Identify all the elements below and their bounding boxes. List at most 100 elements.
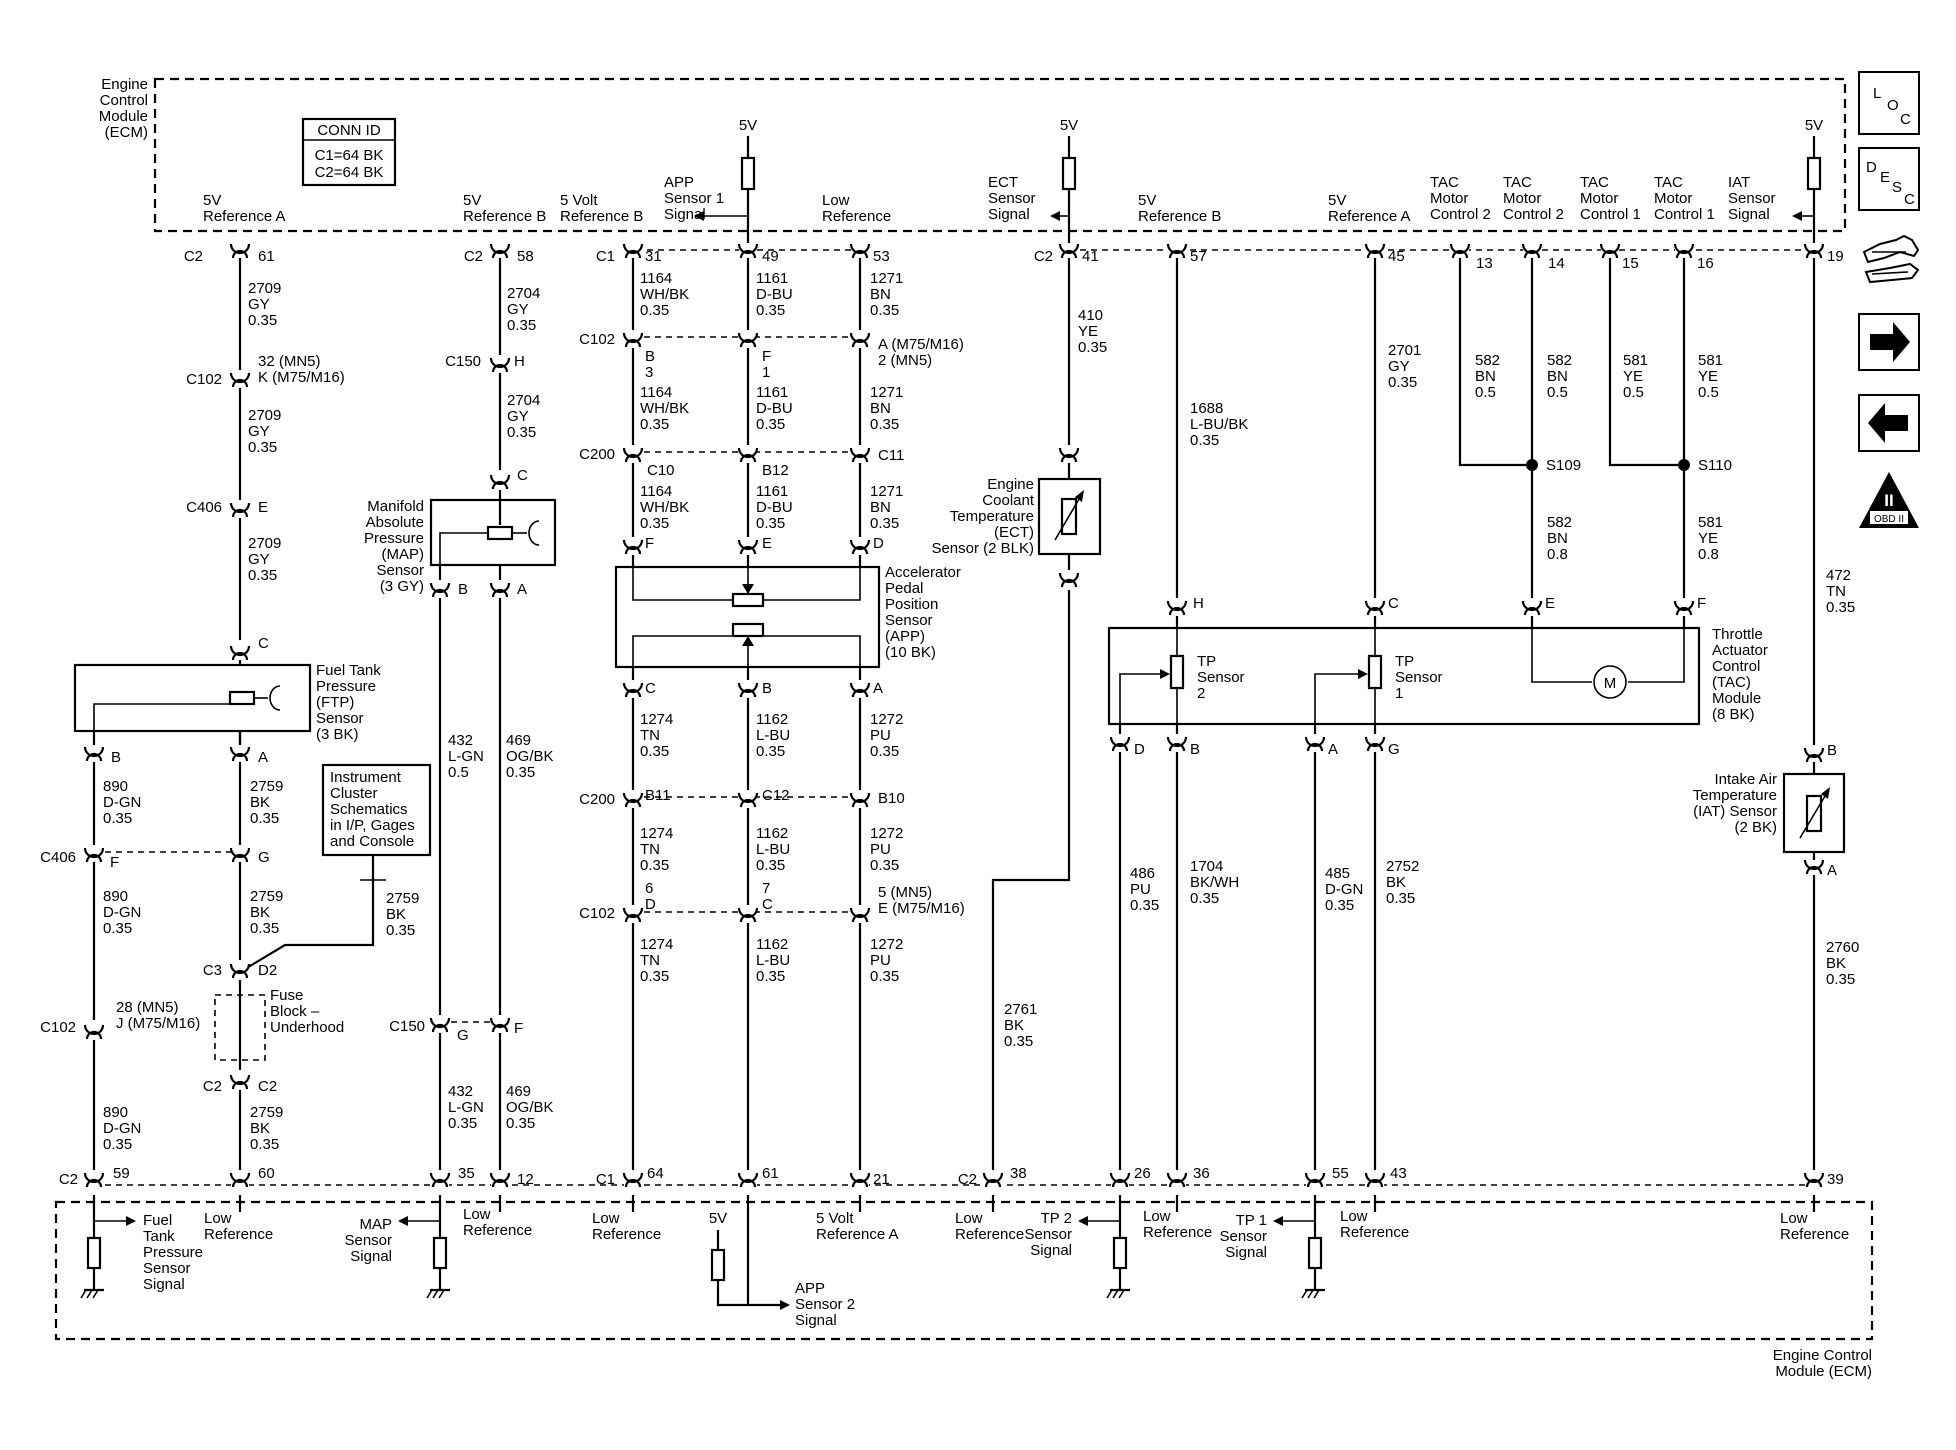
pullup-ect: 5V [1050,117,1078,248]
svg-text:Sensor: Sensor [1219,1228,1267,1245]
connector-label: B [762,680,772,697]
connector-label: C406 [40,849,76,866]
svg-text:472: 472 [1826,567,1851,584]
svg-text:GY: GY [248,423,270,440]
svg-text:Fuel Tank: Fuel Tank [316,662,381,679]
connector-label: 5 (MN5) [878,884,932,901]
prev-arrow-button[interactable] [1858,394,1920,452]
tac-module-label: Throttle Actuator Control (TAC) Module (… [1712,626,1768,723]
svg-text:BK: BK [250,1120,270,1137]
terminal [1304,1172,1326,1188]
connector-label: C [762,896,773,913]
connector-label: 41 [1082,248,1099,265]
svg-text:2: 2 [1197,685,1205,702]
svg-text:E: E [1880,169,1890,186]
svg-text:0.35: 0.35 [1826,971,1855,988]
svg-text:0.35: 0.35 [507,424,536,441]
connector-label: C [645,680,656,697]
svg-text:Sensor 1: Sensor 1 [664,190,724,207]
svg-text:Signal: Signal [795,1312,837,1329]
svg-text:0.35: 0.35 [1078,339,1107,356]
ecm-bottom-internals: 5V [86,1195,1816,1310]
connector-label: C2 [1034,248,1053,265]
desc-button[interactable]: D E S C [1858,147,1920,211]
obd-ii-icon[interactable]: II OBD II [1859,472,1919,528]
svg-text:0.35: 0.35 [1190,890,1219,907]
svg-text:581: 581 [1623,352,1648,369]
svg-text:Sensor: Sensor [376,562,424,579]
svg-text:Module: Module [99,108,148,125]
connector-label: C2 [958,1171,977,1188]
svg-text:ECT: ECT [988,174,1018,191]
connector-label: 16 [1697,255,1714,272]
terminal [737,447,759,463]
svg-text:TAC: TAC [1654,174,1683,191]
svg-text:0.35: 0.35 [103,810,132,827]
svg-text:YE: YE [1078,323,1098,340]
svg-text:TP 2: TP 2 [1041,1210,1072,1227]
svg-text:0.35: 0.35 [248,439,277,456]
svg-text:0.35: 0.35 [756,515,785,532]
svg-text:Pressure: Pressure [316,678,376,695]
terminal [622,447,644,463]
terminal [737,907,759,923]
svg-text:Reference: Reference [822,208,891,225]
svg-text:Reference: Reference [592,1226,661,1243]
terminal [489,474,511,490]
svg-text:0.35: 0.35 [386,922,415,939]
terminal [229,963,251,979]
svg-text:1272: 1272 [870,936,903,953]
svg-text:0.35: 0.35 [870,416,899,433]
svg-text:BN: BN [870,499,891,516]
svg-text:1274: 1274 [640,936,673,953]
terminal [83,746,105,762]
svg-text:2759: 2759 [250,888,283,905]
terminal [229,847,251,863]
ect-sensor: Engine Coolant Temperature (ECT) Sensor … [931,463,1102,570]
svg-text:0.35: 0.35 [1325,897,1354,914]
wire-labels: 2709GY0.352709GY0.352709GY0.352704GY0.35… [103,270,1859,1153]
next-arrow-button[interactable] [1858,313,1920,371]
svg-text:1164: 1164 [640,483,672,500]
svg-text:II: II [1884,491,1893,510]
connector-label: D [645,896,656,913]
connector-label: C200 [579,791,615,808]
svg-text:0.35: 0.35 [1386,890,1415,907]
svg-text:L-BU: L-BU [756,952,790,969]
svg-text:890: 890 [103,778,128,795]
svg-text:Motor: Motor [1503,190,1541,207]
loc-button[interactable]: L O C [1858,71,1920,135]
terminal [849,539,871,555]
connector-label: E [258,499,268,516]
tp2-sensor-label: TP Sensor 2 [1197,653,1245,702]
terminal [1364,1172,1386,1188]
svg-text:Motor: Motor [1430,190,1468,207]
terminal [737,332,759,348]
splice-s109 [1526,459,1538,471]
svg-text:0.35: 0.35 [1190,432,1219,449]
ect-sensor-label: Engine Coolant Temperature (ECT) Sensor … [931,476,1034,557]
svg-text:Low: Low [1143,1208,1171,1225]
svg-text:Sensor: Sensor [1197,669,1245,686]
svg-text:0.35: 0.35 [248,312,277,329]
svg-text:0.35: 0.35 [756,302,785,319]
wrench-icon[interactable] [1862,234,1920,284]
terminal [1304,736,1326,752]
connector-label: E [762,535,772,552]
svg-text:Signal: Signal [664,206,706,223]
svg-text:0.8: 0.8 [1547,546,1568,563]
svg-text:TN: TN [640,952,660,969]
